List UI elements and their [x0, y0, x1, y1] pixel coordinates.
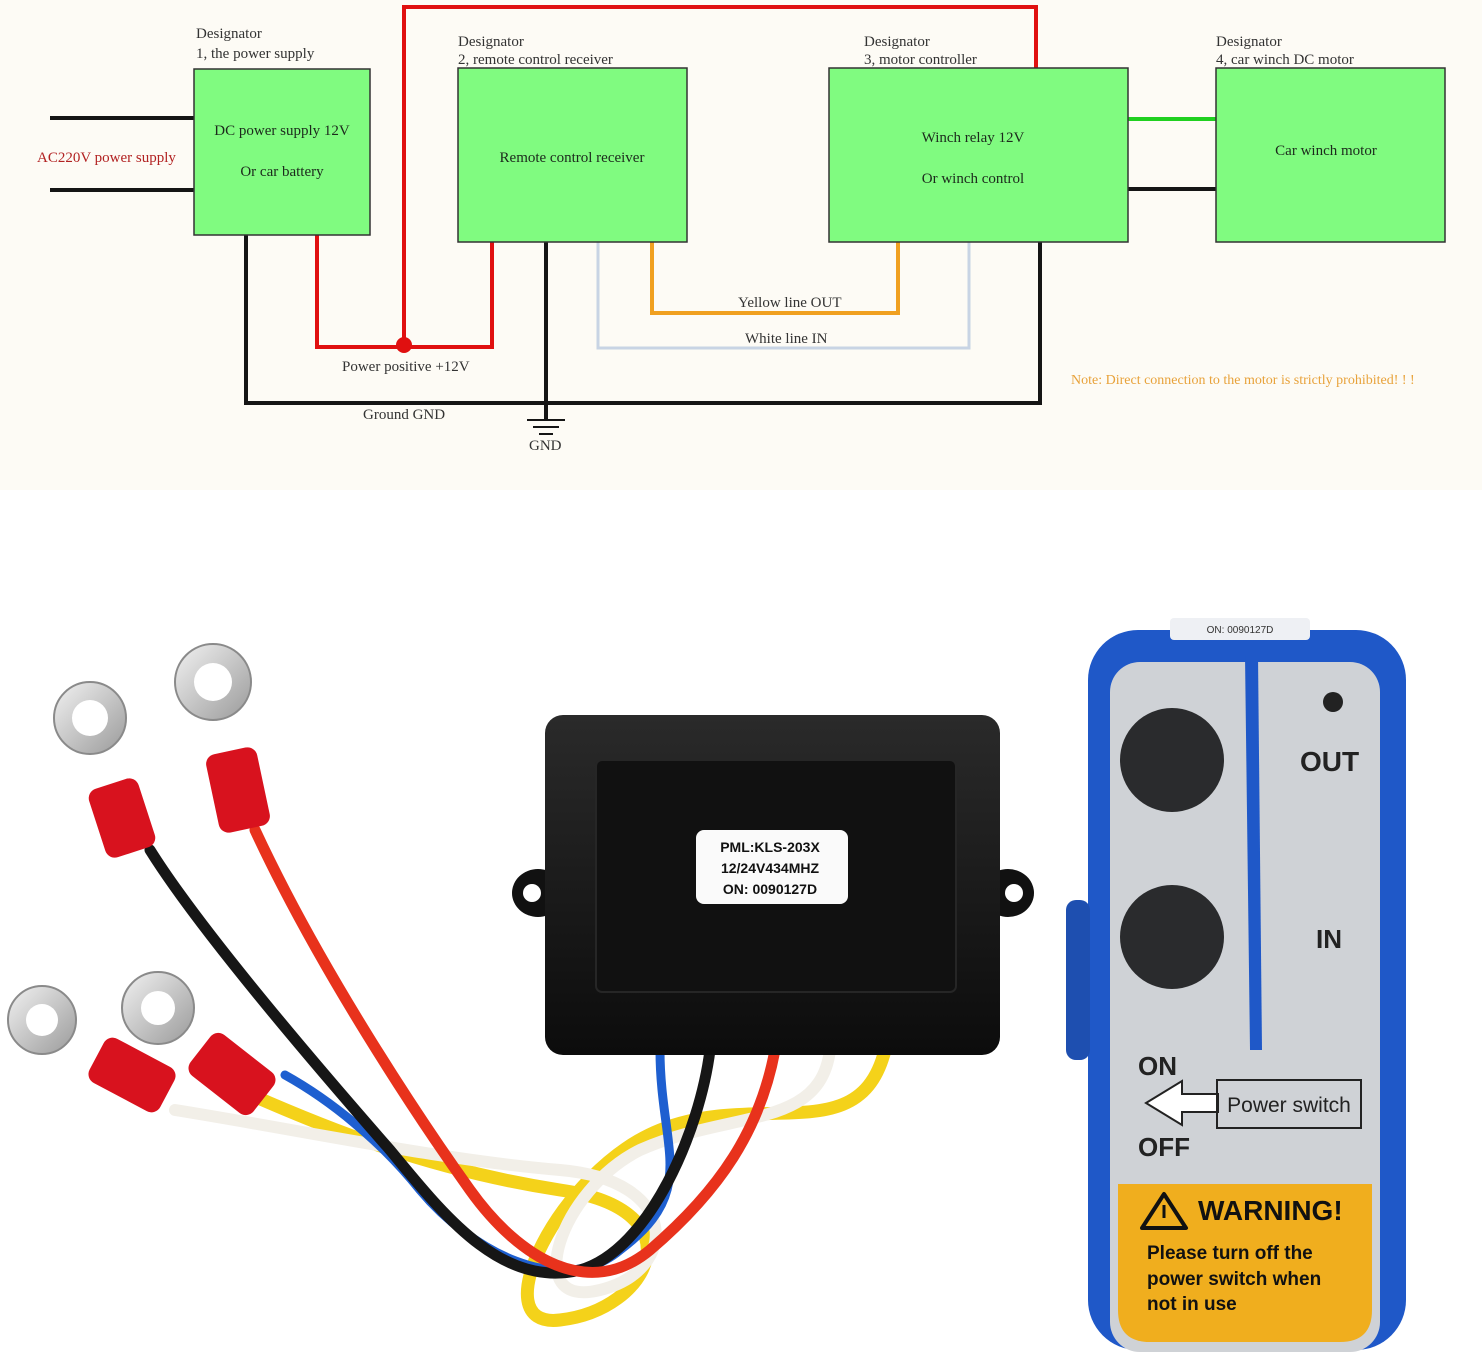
receiver-label-line1: PML:KLS-203X [720, 839, 820, 855]
block-2-line1: Remote control receiver [500, 150, 645, 166]
off-label: OFF [1138, 1132, 1190, 1162]
block-4-line1: Car winch motor [1275, 143, 1377, 159]
block-1-designator: Designator [196, 26, 262, 42]
block-4-subtitle: 4, car winch DC motor [1216, 52, 1354, 68]
wiring-diagram: Designator 1, the power supply Designato… [0, 0, 1482, 490]
ring-terminal-2 [174, 643, 270, 833]
warning-line1: Please turn off the [1147, 1243, 1313, 1264]
power-positive-label: Power positive +12V [342, 359, 470, 375]
power-switch-box [1216, 1079, 1362, 1129]
receiver-box: PML:KLS-203X 12/24V434MHZ ON: 0090127D [512, 715, 1034, 1055]
block-2-designator: Designator [458, 34, 524, 50]
block-2-subtitle: 2, remote control receiver [458, 52, 613, 68]
yellow-wire-out [650, 242, 900, 315]
block-3-line2: Or winch control [922, 171, 1024, 187]
power-switch-label: Power switch [1227, 1094, 1351, 1117]
power-switch-slider[interactable] [1066, 900, 1090, 1060]
ground-label: Ground GND [363, 407, 445, 423]
warning-triangle-icon [1140, 1192, 1188, 1230]
warning-line3: not in use [1147, 1294, 1237, 1315]
block-1-line2: Or car battery [240, 164, 324, 180]
warning-line2: power switch when [1147, 1269, 1321, 1290]
out-label: OUT [1300, 746, 1359, 777]
remote-serial-text: ON: 0090127D [1207, 625, 1274, 636]
warning-note: Note: Direct connection to the motor is … [1071, 373, 1415, 388]
ground-symbol [527, 419, 565, 435]
in-button[interactable] [1120, 885, 1224, 989]
product-illustration: PML:KLS-203X 12/24V434MHZ ON: 0090127D O… [7, 618, 1406, 1352]
block-3-line1: Winch relay 12V [922, 130, 1025, 146]
wiring-diagram-canvas: Designator 1, the power supply Designato… [37, 5, 1446, 454]
block-3-designator: Designator [864, 34, 930, 50]
block-1-line1: DC power supply 12V [214, 123, 350, 139]
receiver-label-line2: 12/24V434MHZ [721, 860, 820, 876]
block-power-supply [193, 68, 371, 236]
on-label: ON [1138, 1051, 1177, 1081]
in-label: IN [1316, 924, 1342, 954]
block-motor-controller [828, 67, 1129, 243]
white-wire-in [596, 242, 971, 350]
black-wire [144, 844, 716, 1279]
remote-divider [1245, 655, 1262, 1050]
remote-control: ON: 0090127D OUT IN ON OFF Power switch … [1066, 618, 1406, 1352]
block-4-designator: Designator [1216, 34, 1282, 50]
receiver-label-line3: ON: 0090127D [723, 881, 817, 897]
block-remote-receiver [457, 67, 688, 243]
warning-title: WARNING! [1198, 1195, 1343, 1226]
receiver-label-sticker [696, 830, 848, 904]
product-photo: PML:KLS-203X 12/24V434MHZ ON: 0090127D O… [0, 490, 1482, 1357]
white-wire [169, 1044, 836, 1299]
block-3-subtitle: 3, motor controller [864, 52, 977, 68]
ring-terminal-4 [121, 971, 276, 1116]
yellow-line-label: Yellow line OUT [738, 295, 841, 311]
ring-terminal-3 [7, 985, 176, 1113]
white-line-label: White line IN [745, 331, 828, 347]
ring-terminal-1 [53, 681, 156, 858]
remote-face [1110, 662, 1380, 1352]
red-wire [249, 824, 781, 1278]
wires [50, 5, 1216, 420]
status-led [1323, 692, 1343, 712]
gnd-symbol-label: GND [529, 438, 562, 454]
ac-supply-label: AC220V power supply [37, 150, 176, 166]
remote-serial-tag [1170, 618, 1310, 640]
out-button[interactable] [1120, 708, 1224, 812]
black-wire-ground [244, 226, 1042, 405]
power-positive-junction [396, 337, 412, 353]
block-winch-motor [1215, 67, 1446, 243]
red-wire-top-loop [402, 5, 1038, 345]
receiver-wires [144, 824, 892, 1327]
block-1-subtitle: 1, the power supply [196, 46, 315, 62]
